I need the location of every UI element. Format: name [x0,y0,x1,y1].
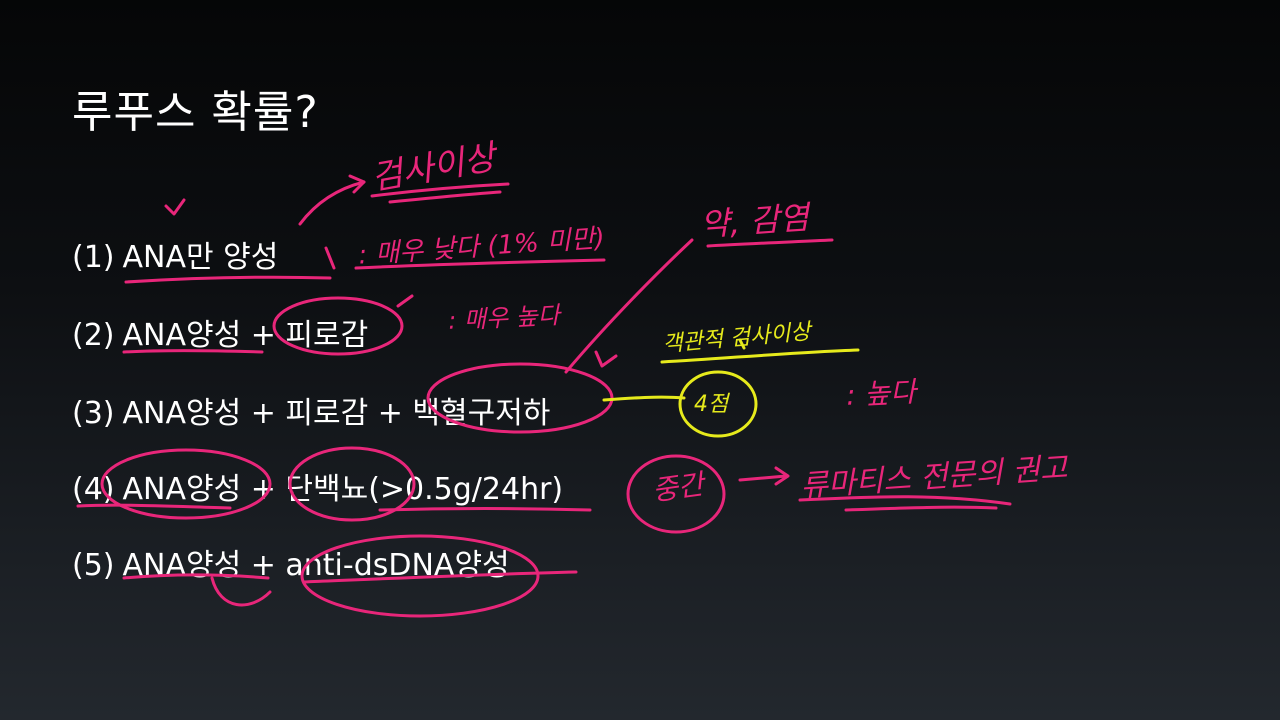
item-number: (4) [72,472,115,507]
item-text: ANA양성 + 피로감 [122,318,369,353]
arrowhead-stroke [348,174,366,194]
item-text: ANA양성 + 단백뇨(>0.5g/24hr) [122,472,564,507]
annotation-high: : 높다 [845,375,917,412]
underline-item4-b [378,507,592,512]
annotation-four-points: 4점 [694,392,729,417]
item-number: (3) [72,396,115,431]
underline-item1 [124,275,332,284]
annotation-drug-infection: 약, 감염 [698,198,811,244]
list-item-1: (1)ANA만 양성 [72,232,278,276]
slide-title: 루푸스 확률? [72,87,319,138]
annotation-middle: 중간 [650,467,706,508]
item-number: (1) [72,240,115,275]
item-text: ANA양성 + anti-dsDNA양성 [122,548,510,583]
item-number: (5) [72,548,115,583]
arrow-to-specialist [738,474,788,482]
item-text: ANA양성 + 피로감 + 백혈구저하 [122,396,551,431]
annotation-very-high: : 매우 높다 [447,301,561,335]
list-item-2: (2)ANA양성 + 피로감 [72,310,368,354]
list-item-5: (5)ANA양성 + anti-dsDNA양성 [72,540,510,584]
arrow-to-4pt [602,395,686,402]
annotation-test-abnormal: 검사이상 [368,137,499,199]
item-text: ANA만 양성 [122,240,279,275]
list-item-4: (4)ANA양성 + 단백뇨(>0.5g/24hr) [72,464,563,508]
arrow-down-tick [594,350,618,368]
arrow-very-high [396,294,414,308]
annotation-specialist: 류마티스 전문의 권고 [799,450,1069,505]
annotation-very-low: : 매우 낮다 (1% 미만) [357,223,606,271]
arrow-to-test-abnormal [298,180,366,226]
underline-specialist-2 [844,505,998,512]
list-item-3: (3)ANA양성 + 피로감 + 백혈구저하 [72,388,550,432]
arrowhead-specialist [774,466,790,486]
tick-item1 [324,246,336,270]
check-mark-stroke [164,198,186,216]
annotation-objective-test: 객관적 검사이상 [661,319,812,358]
item-number: (2) [72,318,115,353]
